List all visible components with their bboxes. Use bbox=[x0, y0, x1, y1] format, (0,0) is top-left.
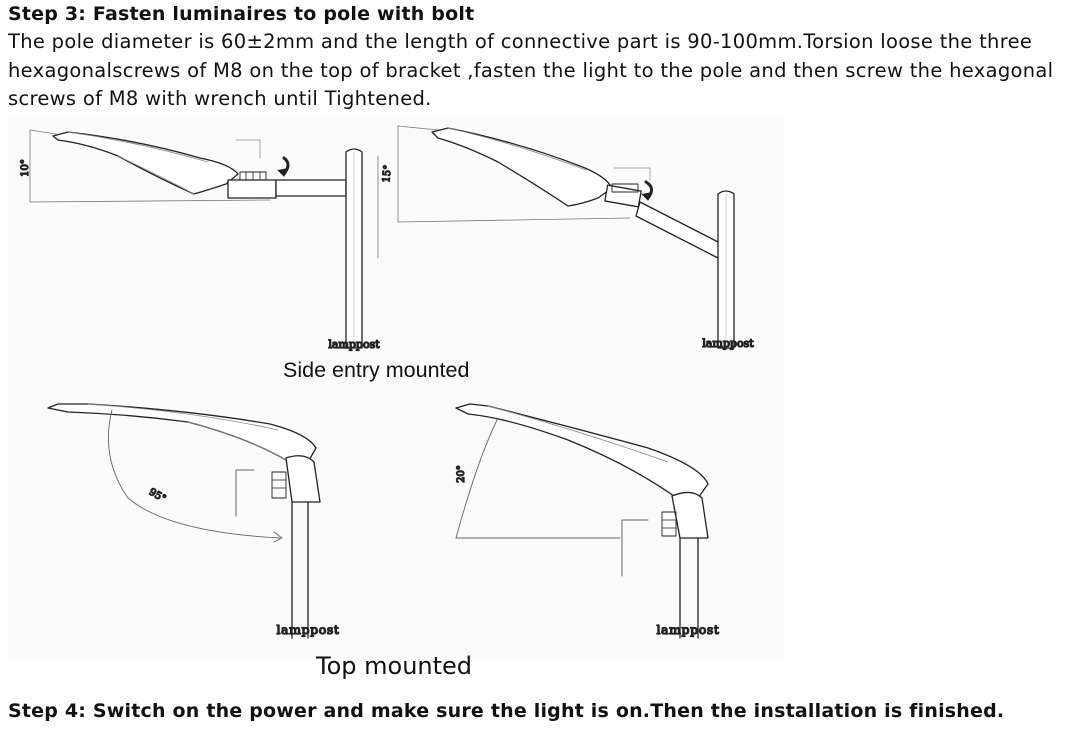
lamppost-label-4: lamppost bbox=[656, 622, 719, 637]
installation-diagram: 10° 15° lamppost lamppost bbox=[8, 118, 784, 658]
step4-title: Step 4: Switch on the power and make sur… bbox=[8, 700, 1005, 722]
side-entry-15deg-drawing bbox=[397, 125, 735, 349]
installation-drawings: 10° 15° lamppost lamppost bbox=[19, 125, 755, 639]
angle-label-20: 20° bbox=[456, 465, 467, 483]
side-entry-10deg-drawing bbox=[29, 129, 379, 349]
side-entry-caption: Side entry mounted bbox=[283, 358, 470, 382]
top-mounted-20deg-drawing bbox=[455, 403, 709, 639]
angle-label-15: 15° bbox=[381, 164, 394, 183]
top-mounted-95deg-drawing bbox=[47, 403, 321, 639]
step3-title: Step 3: Fasten luminaires to pole with b… bbox=[8, 3, 475, 25]
step3-instructions: The pole diameter is 60±2mm and the leng… bbox=[8, 30, 1054, 110]
lamppost-label-3: lamppost bbox=[276, 622, 339, 637]
angle-label-10: 10° bbox=[20, 159, 31, 177]
lamppost-label-2: lamppost bbox=[702, 337, 754, 350]
angle-label-95: 95° bbox=[147, 487, 168, 505]
top-mounted-caption: Top mounted bbox=[316, 652, 473, 680]
lamppost-label-1: lamppost bbox=[328, 338, 380, 351]
